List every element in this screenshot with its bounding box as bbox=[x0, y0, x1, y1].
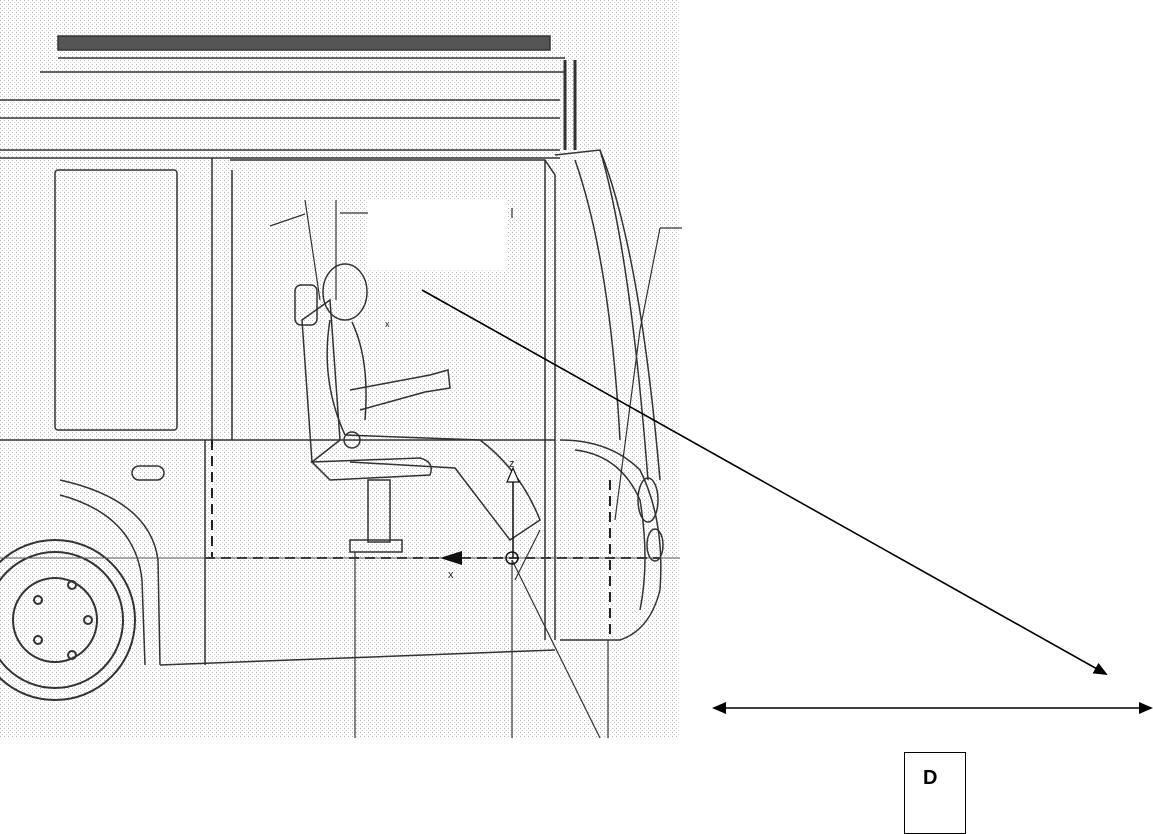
small-x-marker: x bbox=[385, 319, 390, 329]
z-axis-label: z bbox=[509, 458, 515, 470]
label-box-text: D bbox=[923, 767, 938, 789]
x-axis bbox=[440, 551, 462, 565]
roof-rack bbox=[40, 35, 565, 73]
drawing-background bbox=[0, 0, 680, 738]
z-axis bbox=[506, 466, 520, 558]
bus-body bbox=[0, 60, 577, 666]
x-axis-label: x bbox=[448, 569, 454, 581]
seat bbox=[294, 284, 432, 553]
bus-front bbox=[554, 149, 664, 641]
wheel bbox=[0, 539, 136, 701]
mannequin bbox=[322, 263, 541, 542]
label-box-d: D bbox=[904, 752, 966, 834]
diagonal-arrow bbox=[421, 289, 1108, 675]
leader-lines bbox=[269, 199, 682, 739]
origin-marker bbox=[505, 551, 519, 565]
blank-region bbox=[368, 200, 508, 270]
